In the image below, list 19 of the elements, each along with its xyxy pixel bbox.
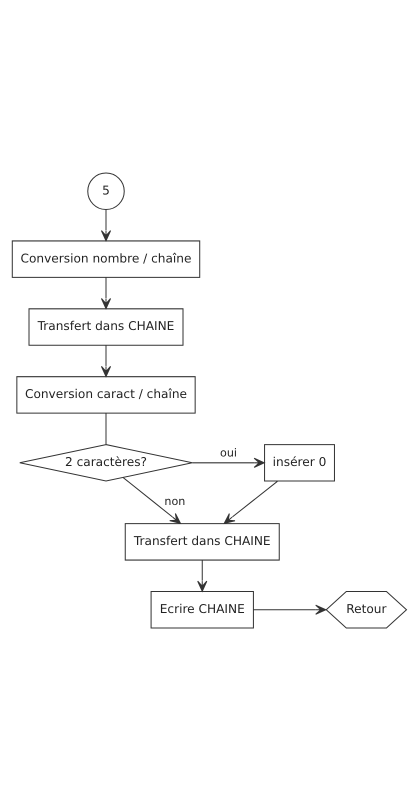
node-box: Transfert dans CHAINE xyxy=(124,523,280,561)
arrow xyxy=(100,210,112,242)
arrow xyxy=(192,458,265,468)
arrow xyxy=(100,277,112,310)
arrow xyxy=(197,560,208,592)
arrow xyxy=(122,477,181,524)
node-diamond: 2 caractères? xyxy=(19,444,193,482)
node-box: insérer 0 xyxy=(264,444,335,482)
node-box: Conversion nombre / chaîne xyxy=(12,240,200,278)
node-box: Conversion caract / chaîne xyxy=(16,376,196,414)
arrow xyxy=(100,345,112,377)
node-box: Ecrire CHAINE xyxy=(150,590,254,628)
node-box: Transfert dans CHAINE xyxy=(28,308,184,346)
arrow xyxy=(224,480,278,524)
edge-label: oui xyxy=(220,446,237,460)
arrow xyxy=(254,604,326,615)
edge-label: non xyxy=(164,495,186,508)
node-circle: 5 xyxy=(87,172,125,210)
connector xyxy=(106,413,107,444)
